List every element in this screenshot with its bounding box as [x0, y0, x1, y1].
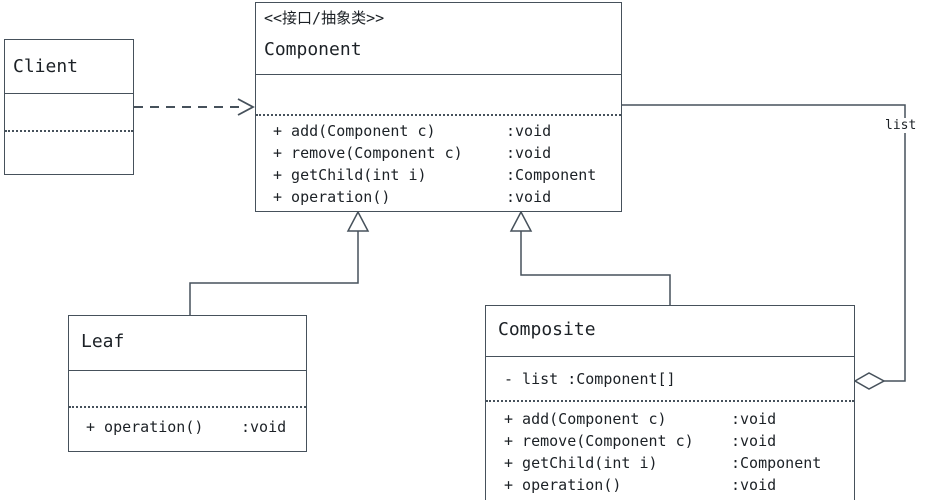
method-return-type: :Component — [506, 166, 597, 184]
method-return-type: :void — [506, 144, 552, 162]
method-row: + remove(Component c) :void — [504, 430, 854, 452]
class-name-composite: Composite — [498, 319, 596, 340]
method-return-type: :void — [506, 122, 552, 140]
method-return-type: :void — [731, 432, 777, 450]
method-return-type: :void — [241, 418, 287, 436]
component-title-compartment: <<接口/抽象类>> Component — [256, 3, 621, 75]
method-row: + add(Component c) :void — [273, 120, 621, 142]
method-signature: + remove(Component c) — [273, 144, 463, 162]
leaf-methods-compartment: + operation() :void — [69, 408, 306, 449]
class-name-client: Client — [13, 56, 79, 77]
method-signature: + add(Component c) — [273, 122, 436, 140]
class-box-component: <<接口/抽象类>> Component + add(Component c) … — [255, 2, 622, 212]
composite-attributes-compartment: - list :Component[] — [486, 357, 854, 402]
class-name-leaf: Leaf — [81, 331, 125, 352]
composite-methods-compartment: + add(Component c) :void + remove(Compon… — [486, 402, 854, 500]
method-signature: + operation() — [273, 188, 391, 206]
method-row: + operation() :void — [504, 474, 854, 496]
method-row: + add(Component c) :void — [504, 408, 854, 430]
method-return-type: :void — [731, 410, 777, 428]
client-title-compartment: Client — [5, 40, 133, 94]
method-return-type: :Component — [731, 454, 822, 472]
class-stereotype-component: <<接口/抽象类>> — [264, 9, 385, 27]
method-row: + operation() :void — [86, 416, 306, 438]
method-row: + operation() :void — [273, 186, 621, 208]
method-return-type: :void — [506, 188, 552, 206]
method-row: + getChild(int i) :Component — [273, 164, 621, 186]
attribute-row: - list :Component[] — [504, 370, 676, 388]
generalization-leaf-connector — [189, 231, 359, 315]
method-row: + getChild(int i) :Component — [504, 452, 854, 474]
method-signature: + add(Component c) — [504, 410, 667, 428]
generalization-composite-connector — [520, 231, 671, 305]
class-box-composite: Composite - list :Component[] + add(Comp… — [485, 305, 855, 500]
client-attributes-compartment — [5, 94, 133, 132]
class-box-leaf: Leaf + operation() :void — [68, 315, 307, 452]
leaf-title-compartment: Leaf — [69, 316, 306, 371]
method-signature: + operation() — [86, 418, 204, 436]
method-signature: + remove(Component c) — [504, 432, 694, 450]
method-signature: + getChild(int i) — [504, 454, 658, 472]
component-attributes-compartment — [256, 75, 621, 116]
method-signature: + operation() — [504, 476, 622, 494]
leaf-attributes-compartment — [69, 371, 306, 408]
component-methods-compartment: + add(Component c) :void + remove(Compon… — [256, 116, 621, 209]
generalization-triangle-leaf-icon — [346, 210, 370, 232]
generalization-triangle-composite-icon — [509, 210, 533, 232]
method-row: + remove(Component c) :void — [273, 142, 621, 164]
composite-title-compartment: Composite — [486, 306, 854, 357]
client-methods-compartment — [5, 132, 133, 170]
method-return-type: :void — [731, 476, 777, 494]
class-name-component: Component — [264, 39, 362, 60]
aggregation-role-label: list — [884, 118, 918, 133]
method-signature: + getChild(int i) — [273, 166, 427, 184]
dependency-arrowhead-icon — [237, 98, 255, 116]
aggregation-diamond-icon — [853, 372, 886, 390]
class-box-client: Client — [4, 39, 134, 175]
